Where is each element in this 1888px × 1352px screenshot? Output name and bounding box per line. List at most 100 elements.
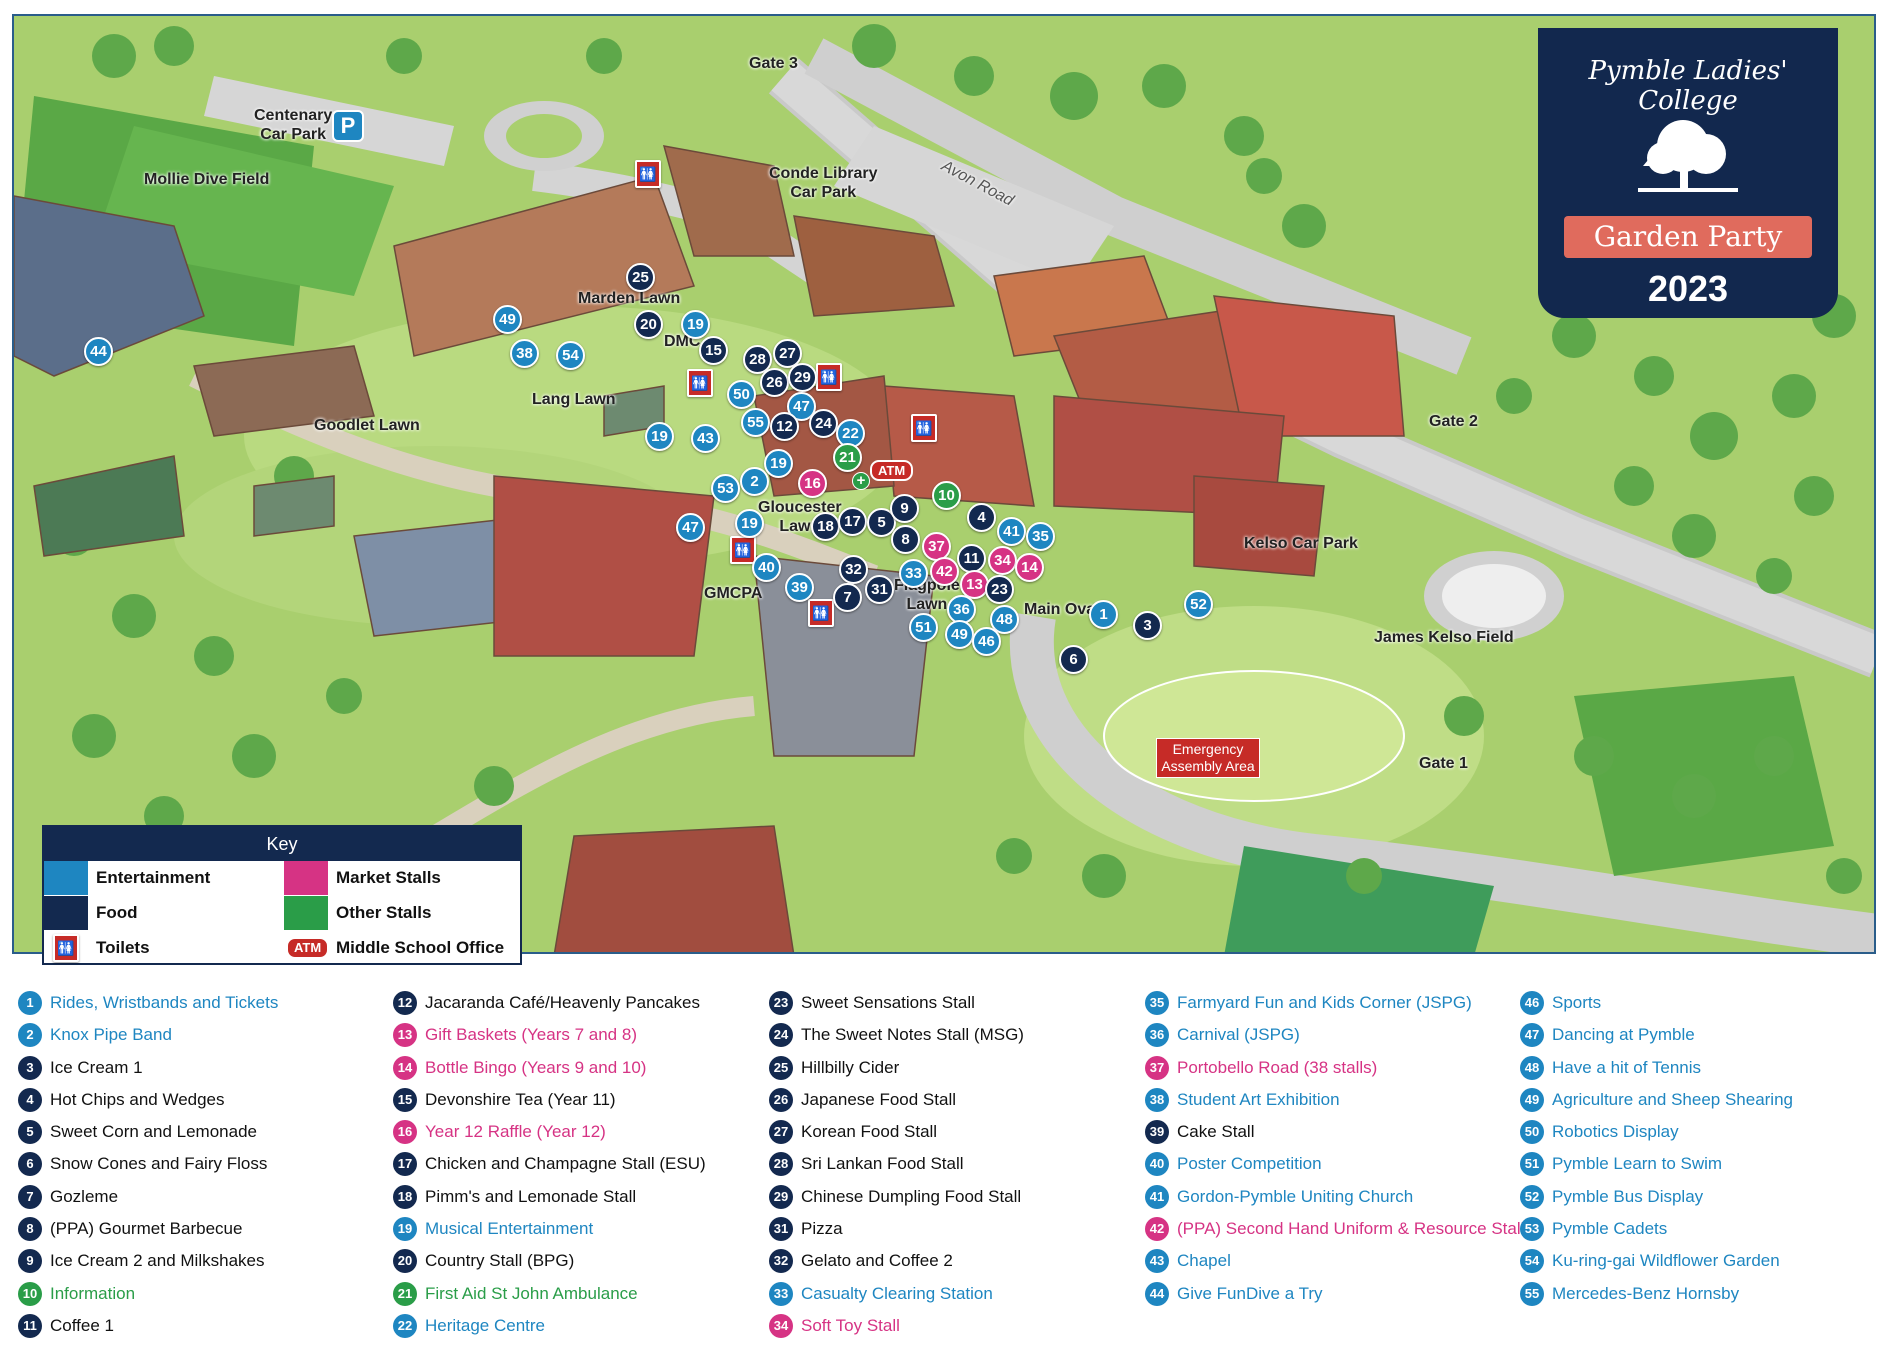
map-marker-53[interactable]: 53 [711,474,740,503]
map-marker-11[interactable]: 11 [957,544,986,573]
map-marker-16[interactable]: 16 [798,469,827,498]
map-marker-25[interactable]: 25 [626,263,655,292]
map-marker-39[interactable]: 39 [785,573,814,602]
map-marker-52[interactable]: 52 [1184,590,1213,619]
map-marker-19[interactable]: 19 [645,422,674,451]
map-marker-37[interactable]: 37 [922,532,951,561]
map-marker-42[interactable]: 42 [930,557,959,586]
map-marker-13[interactable]: 13 [960,570,989,599]
legend-number-badge: 39 [1145,1120,1169,1145]
legend-number-badge: 22 [393,1313,417,1338]
map-marker-41[interactable]: 41 [997,517,1026,546]
map-marker-7[interactable]: 7 [833,583,862,612]
map-marker-19[interactable]: 19 [681,310,710,339]
legend-label: Heritage Centre [425,1315,546,1335]
legend-item-24: 24 The Sweet Notes Stall (MSG) [769,1022,1139,1054]
legend-number-badge: 24 [769,1023,793,1048]
map-marker-19[interactable]: 19 [735,509,764,538]
map-marker-18[interactable]: 18 [811,512,840,541]
legend-label: Student Art Exhibition [1177,1089,1340,1109]
legend-number-badge: 35 [1145,991,1169,1015]
map-marker-43[interactable]: 43 [691,424,720,453]
legend-number-badge: 16 [393,1120,417,1145]
conde-library-car-park-label: Conde Library Car Park [769,164,877,202]
legend-label: Chapel [1177,1251,1231,1271]
first-aid-cross-icon: + [852,472,870,490]
gloucester-line1: Gloucester [758,499,842,516]
toilet-icon: 🚻 [911,414,937,442]
map-marker-46[interactable]: 46 [972,627,1001,656]
map-marker-6[interactable]: 6 [1059,645,1088,674]
map-marker-50[interactable]: 50 [727,380,756,409]
legend-label: Pymble Bus Display [1552,1186,1704,1206]
lang-lawn-label: Lang Lawn [532,391,616,408]
map-marker-32[interactable]: 32 [839,555,868,584]
map-marker-21[interactable]: 21 [833,443,862,472]
market-stalls-swatch [284,861,328,895]
key-title: Key [44,827,520,861]
map-marker-10[interactable]: 10 [932,481,961,510]
map-marker-33[interactable]: 33 [899,559,928,588]
map-marker-48[interactable]: 48 [990,605,1019,634]
legend-label: Farmyard Fun and Kids Corner (JSPG) [1177,993,1472,1012]
map-marker-19[interactable]: 19 [764,449,793,478]
map-marker-55[interactable]: 55 [741,408,770,437]
legend-number-badge: 44 [1145,1281,1169,1306]
map-marker-51[interactable]: 51 [909,613,938,642]
legend-label: Ku-ring-gai Wildflower Garden [1552,1251,1780,1271]
map-marker-17[interactable]: 17 [838,507,867,536]
map-marker-8[interactable]: 8 [891,525,920,554]
flagpole-line2: Lawn [906,596,948,613]
garden-party-tree-icon [1638,120,1738,192]
map-marker-38[interactable]: 38 [510,339,539,368]
conde-library-line2: Car Park [790,184,857,201]
map-marker-31[interactable]: 31 [865,575,894,604]
map-marker-49[interactable]: 49 [945,620,974,649]
legend-label: The Sweet Notes Stall (MSG) [801,1025,1024,1045]
map-marker-20[interactable]: 20 [634,310,663,339]
legend-label: Cake Stall [1177,1122,1255,1142]
map-marker-29[interactable]: 29 [788,363,817,392]
map-marker-26[interactable]: 26 [760,368,789,397]
legend-label: Musical Entertainment [425,1219,594,1239]
map-marker-4[interactable]: 4 [967,503,996,532]
legend-number-badge: 42 [1145,1217,1169,1242]
legend-number-badge: 17 [393,1152,417,1177]
map-marker-54[interactable]: 54 [556,341,585,370]
map-marker-12[interactable]: 12 [770,412,799,441]
legend-number-badge: 51 [1520,1152,1544,1177]
map-marker-1[interactable]: 1 [1089,600,1118,629]
legend-label: Sweet Sensations Stall [801,993,975,1012]
map-marker-35[interactable]: 35 [1026,522,1055,551]
map-marker-3[interactable]: 3 [1133,611,1162,640]
map-marker-34[interactable]: 34 [988,546,1017,575]
legend-label: Dancing at Pymble [1552,1025,1695,1045]
event-title-panel: Pymble Ladies' College Garden Party 2023 [1538,28,1838,318]
map-marker-24[interactable]: 24 [809,409,838,438]
legend-number-badge: 40 [1145,1152,1169,1177]
map-marker-47[interactable]: 47 [676,513,705,542]
map-marker-15[interactable]: 15 [699,336,728,365]
legend-number-badge: 10 [18,1281,42,1306]
map-marker-23[interactable]: 23 [985,575,1014,604]
map-marker-40[interactable]: 40 [752,553,781,582]
legend-label: Japanese Food Stall [801,1089,956,1109]
legend-label: Country Stall (BPG) [425,1251,575,1271]
legend-label: Sri Lankan Food Stall [801,1154,964,1174]
map-marker-49[interactable]: 49 [493,305,522,334]
map-marker-44[interactable]: 44 [84,337,113,366]
map-marker-9[interactable]: 9 [890,494,919,523]
map-marker-2[interactable]: 2 [740,467,769,496]
map-key: Key Entertainment Market Stalls Food Oth… [42,825,522,965]
legend-number-badge: 11 [18,1313,42,1338]
map-marker-14[interactable]: 14 [1015,553,1044,582]
legend-number-badge: 21 [393,1281,417,1306]
